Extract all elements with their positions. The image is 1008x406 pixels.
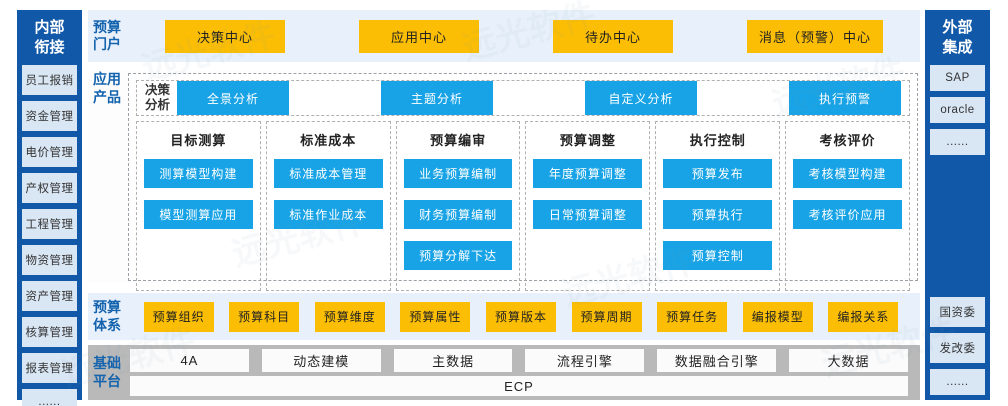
budget-dimension-button[interactable]: 预算维度 — [314, 301, 385, 332]
application-center-button[interactable]: 应用中心 — [359, 19, 479, 53]
budget-subject-button[interactable]: 预算科目 — [229, 301, 300, 332]
internal-connection-sidebar: 内部衔接 员工报销 资金管理 电价管理 产权管理 工程管理 物资管理 资产管理 … — [17, 10, 82, 406]
sidebar-item-ndrc[interactable]: 发改委 — [930, 333, 985, 363]
external-integration-title: 外部集成 — [942, 19, 973, 56]
sidebar-item-more[interactable]: ...... — [930, 369, 985, 395]
column-execution-control: 执行控制 预算发布 预算执行 预算控制 — [655, 121, 781, 291]
budget-portal-label: 预算门户 — [93, 18, 121, 53]
budget-release-button[interactable]: 预算发布 — [663, 159, 773, 188]
application-products-label: 应用产品 — [93, 71, 121, 105]
sidebar-item-electricity-price-management[interactable]: 电价管理 — [22, 137, 77, 167]
sidebar-item-asset-management[interactable]: 资产管理 — [22, 281, 77, 311]
sidebar-spacer — [930, 161, 985, 291]
report-model-button[interactable]: 编报模型 — [742, 301, 813, 332]
base-platform-content: 4A 动态建模 主数据 流程引擎 数据融合引擎 大数据 ECP — [128, 345, 920, 400]
column-target-estimation: 目标测算 测算模型构建 模型测算应用 — [136, 121, 261, 291]
sidebar-item-sasac[interactable]: 国资委 — [930, 297, 985, 327]
base-platform-band: 基础平台 4A 动态建模 主数据 流程引擎 数据融合引擎 大数据 ECP — [88, 345, 920, 400]
column-budget-adjustment: 预算调整 年度预算调整 日常预算调整 — [525, 121, 651, 291]
decision-analysis-label: 决策分析 — [145, 83, 171, 112]
budget-decompose-issue-button[interactable]: 预算分解下达 — [403, 241, 513, 270]
daily-budget-adjust-button[interactable]: 日常预算调整 — [533, 200, 643, 229]
application-products-box: 决策分析 全景分析 主题分析 自定义分析 执行预警 目标测算 测算模型构建 模型… — [128, 73, 918, 291]
application-products-section: 应用产品 决策分析 全景分析 主题分析 自定义分析 执行预警 目标测算 测算模型… — [88, 71, 920, 291]
sidebar-item-funds-management[interactable]: 资金管理 — [22, 101, 77, 131]
column-assessment-evaluation: 考核评价 考核模型构建 考核评价应用 — [785, 121, 910, 291]
panorama-analysis-button[interactable]: 全景分析 — [177, 81, 289, 115]
execution-alert-button[interactable]: 执行预警 — [789, 81, 901, 115]
sidebar-item-oracle[interactable]: oracle — [930, 97, 985, 123]
budget-system-buttons: 预算组织 预算科目 预算维度 预算属性 预算版本 预算周期 预算任务 编报模型 … — [128, 301, 920, 332]
column-title: 预算编审 — [430, 133, 487, 148]
column-title: 考核评价 — [819, 133, 876, 148]
sidebar-item-accounting-management[interactable]: 核算管理 — [22, 317, 77, 347]
product-columns: 目标测算 测算模型构建 模型测算应用 标准成本 标准成本管理 标准作业成本 预算… — [136, 121, 910, 291]
column-title: 目标测算 — [170, 133, 227, 148]
master-data-button[interactable]: 主数据 — [393, 349, 513, 372]
assessment-model-build-button[interactable]: 考核模型构建 — [793, 159, 902, 188]
sidebar-item-more[interactable]: ...... — [930, 129, 985, 155]
column-budget-compilation: 预算编审 业务预算编制 财务预算编制 预算分解下达 — [395, 121, 521, 291]
budget-portal-band: 预算门户 决策中心 应用中心 待办中心 消息（预警）中心 — [88, 10, 920, 62]
report-relation-button[interactable]: 编报关系 — [828, 301, 899, 332]
decision-analysis-row: 决策分析 全景分析 主题分析 自定义分析 执行预警 — [136, 80, 910, 116]
base-platform-buttons: 4A 动态建模 主数据 流程引擎 数据融合引擎 大数据 — [130, 349, 908, 372]
theme-analysis-button[interactable]: 主题分析 — [381, 81, 493, 115]
sidebar-item-employee-reimbursement[interactable]: 员工报销 — [22, 65, 77, 95]
estimation-model-build-button[interactable]: 测算模型构建 — [144, 159, 253, 188]
assessment-evaluation-apply-button[interactable]: 考核评价应用 — [793, 200, 902, 229]
portal-buttons: 决策中心 应用中心 待办中心 消息（预警）中心 — [128, 19, 920, 53]
custom-analysis-button[interactable]: 自定义分析 — [585, 81, 697, 115]
ecp-platform-button[interactable]: ECP — [130, 376, 908, 396]
big-data-button[interactable]: 大数据 — [789, 349, 908, 372]
budget-system-label: 预算体系 — [93, 299, 121, 333]
budget-control-button[interactable]: 预算控制 — [663, 241, 773, 270]
sidebar-item-report-management[interactable]: 报表管理 — [22, 353, 77, 383]
financial-budget-compile-button[interactable]: 财务预算编制 — [403, 200, 513, 229]
column-standard-cost: 标准成本 标准成本管理 标准作业成本 — [265, 121, 391, 291]
dynamic-modeling-button[interactable]: 动态建模 — [261, 349, 381, 372]
column-title: 预算调整 — [559, 133, 616, 148]
standard-activity-cost-button[interactable]: 标准作业成本 — [273, 200, 383, 229]
budget-system-band: 预算体系 预算组织 预算科目 预算维度 预算属性 预算版本 预算周期 预算任务 … — [88, 293, 920, 340]
decision-center-button[interactable]: 决策中心 — [165, 19, 285, 53]
sidebar-item-engineering-management[interactable]: 工程管理 — [22, 209, 77, 239]
platform-4a-button[interactable]: 4A — [130, 349, 249, 372]
business-budget-compile-button[interactable]: 业务预算编制 — [403, 159, 513, 188]
sidebar-item-sap[interactable]: SAP — [930, 65, 985, 91]
budget-task-button[interactable]: 预算任务 — [657, 301, 728, 332]
budget-attribute-button[interactable]: 预算属性 — [400, 301, 471, 332]
budget-version-button[interactable]: 预算版本 — [485, 301, 556, 332]
sidebar-item-materials-management[interactable]: 物资管理 — [22, 245, 77, 275]
data-fusion-engine-button[interactable]: 数据融合引擎 — [657, 349, 777, 372]
decision-analysis-buttons: 全景分析 主题分析 自定义分析 执行预警 — [177, 81, 901, 115]
base-platform-label: 基础平台 — [93, 355, 121, 389]
column-title: 标准成本 — [300, 133, 357, 148]
sidebar-item-property-rights-management[interactable]: 产权管理 — [22, 173, 77, 203]
annual-budget-adjust-button[interactable]: 年度预算调整 — [533, 159, 643, 188]
message-alert-center-button[interactable]: 消息（预警）中心 — [747, 19, 883, 53]
budget-execution-button[interactable]: 预算执行 — [663, 200, 773, 229]
process-engine-button[interactable]: 流程引擎 — [525, 349, 645, 372]
external-integration-sidebar: 外部集成 SAP oracle ...... 国资委 发改委 ...... — [925, 10, 990, 400]
internal-connection-title: 内部衔接 — [34, 19, 65, 56]
main-content: 预算门户 决策中心 应用中心 待办中心 消息（预警）中心 应用产品 决策分析 全… — [88, 10, 920, 400]
budget-cycle-button[interactable]: 预算周期 — [571, 301, 642, 332]
todo-center-button[interactable]: 待办中心 — [553, 19, 673, 53]
model-estimation-apply-button[interactable]: 模型测算应用 — [144, 200, 253, 229]
standard-cost-management-button[interactable]: 标准成本管理 — [273, 159, 383, 188]
column-title: 执行控制 — [689, 133, 746, 148]
sidebar-item-more[interactable]: ...... — [22, 389, 77, 406]
budget-organization-button[interactable]: 预算组织 — [143, 301, 214, 332]
